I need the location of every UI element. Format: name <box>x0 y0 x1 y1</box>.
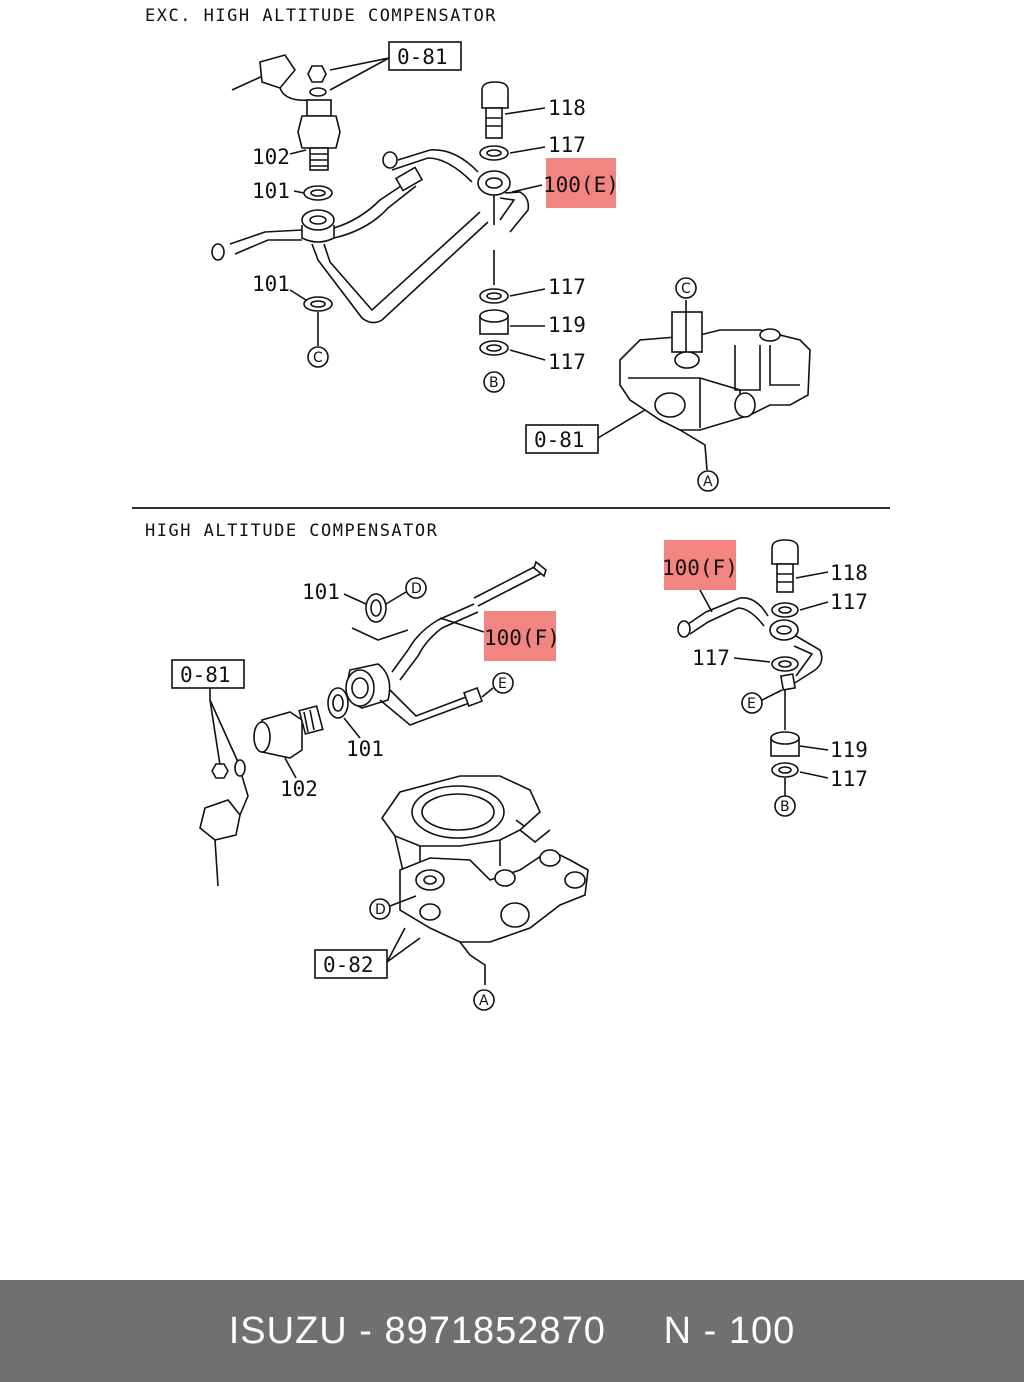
label-101-top-b: 101 <box>252 272 290 296</box>
section-title-bottom: HIGH ALTITUDE COMPENSATOR <box>145 521 438 541</box>
sensor-connector-bottom[interactable] <box>199 775 249 887</box>
label-101-bottom-b: 101 <box>346 737 384 761</box>
circle-b-top: B <box>489 375 499 391</box>
part-118-bolt-bottom[interactable] <box>771 539 799 593</box>
circle-e-bottom-a: E <box>498 676 507 692</box>
label-100f-bottom-a: 100(F) <box>484 626 560 650</box>
section-title-top: EXC. HIGH ALTITUDE COMPENSATOR <box>145 6 497 26</box>
pump-housing-bottom <box>381 775 589 985</box>
footer-part-number: ISUZU - 8971852870 N - 100 <box>228 1309 796 1352</box>
ref-box-0-81-bottom[interactable]: 0-81 <box>180 663 231 687</box>
ref-box-0-81-top-b[interactable]: 0-81 <box>534 428 585 452</box>
circle-d-bottom-a: D <box>411 581 422 597</box>
label-102-bottom: 102 <box>280 777 318 801</box>
label-117-top-a: 117 <box>548 133 586 157</box>
label-117-bottom-a: 117 <box>830 590 868 614</box>
ref-box-0-81-top[interactable]: 0-81 <box>397 45 448 69</box>
circle-d-bottom-b: D <box>375 902 386 918</box>
label-117-bottom-b: 117 <box>692 646 730 670</box>
label-100f-bottom-b: 100(F) <box>662 556 738 580</box>
footer-bar: ISUZU - 8971852870 N - 100 <box>0 1280 1024 1382</box>
circle-c-top-b: C <box>681 281 691 297</box>
sensor-connector-part[interactable] <box>231 54 311 102</box>
label-117-top-b: 117 <box>548 275 586 299</box>
label-101-top-a: 101 <box>252 179 290 203</box>
label-119-top: 119 <box>548 313 586 337</box>
label-119-bottom: 119 <box>830 738 868 762</box>
part-102-switch-bottom[interactable] <box>253 705 324 759</box>
label-101-bottom-a: 101 <box>302 580 340 604</box>
circle-e-bottom-b: E <box>747 696 756 712</box>
ref-box-0-82[interactable]: 0-82 <box>323 953 374 977</box>
part-102-switch[interactable] <box>297 99 341 171</box>
part-119-spacer[interactable] <box>479 309 509 335</box>
label-100e: 100(E) <box>543 173 619 197</box>
label-102-top: 102 <box>252 145 290 169</box>
label-118-top: 118 <box>548 96 586 120</box>
circle-c-top-a: C <box>313 350 323 366</box>
label-117-top-c: 117 <box>548 350 586 374</box>
part-119-spacer-bottom[interactable] <box>770 731 800 757</box>
circle-b-bottom: B <box>780 799 790 815</box>
part-100e-pipe[interactable] <box>211 149 530 324</box>
label-118-bottom: 118 <box>830 561 868 585</box>
label-117-bottom-c: 117 <box>830 767 868 791</box>
part-100f-pipe-right[interactable] <box>677 597 823 691</box>
part-118-bolt[interactable] <box>481 81 509 139</box>
circle-a-bottom: A <box>479 993 489 1009</box>
pump-housing-top <box>619 311 811 471</box>
parts-diagram: EXC. HIGH ALTITUDE COMPENSATOR 0-81 102 … <box>132 6 890 1011</box>
circle-a-top: A <box>703 474 713 490</box>
part-100f-pipe-left[interactable] <box>345 560 547 726</box>
